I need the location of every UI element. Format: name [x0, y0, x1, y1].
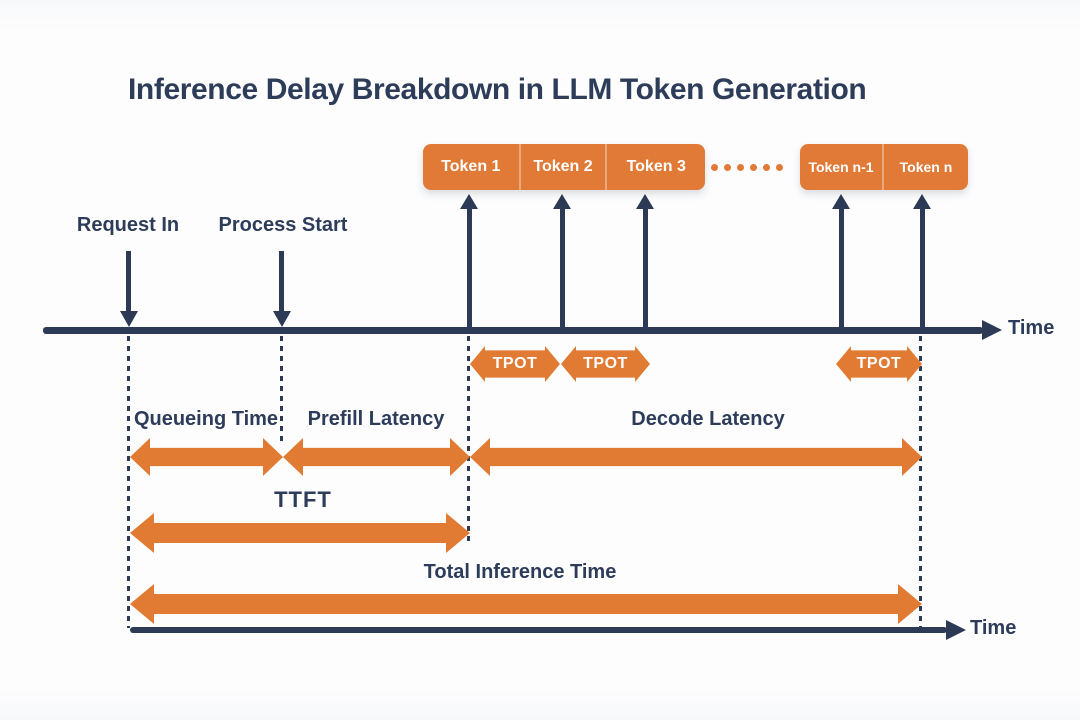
token-1-arrow [467, 208, 472, 330]
token-strip-last: Token n-1 Token n [800, 144, 968, 190]
guide-last-token [919, 336, 922, 628]
process-start-arrow [279, 251, 284, 311]
dot-icon [724, 164, 731, 171]
total-inference-time-label: Total Inference Time [423, 561, 617, 583]
arrowhead-up-icon [553, 194, 571, 209]
queueing-time-label: Queueing Time [133, 408, 279, 430]
ttft-arrow [130, 513, 470, 553]
token-n-arrow [920, 208, 925, 330]
token-box-1: Token 1 [441, 158, 501, 175]
bottom-axis [130, 627, 947, 633]
token-box-n: Token n [882, 144, 968, 190]
tpot-arrow-2: TPOT [561, 346, 650, 382]
token-n-1-arrow [839, 208, 844, 330]
dot-icon [711, 164, 718, 171]
arrowhead-up-icon [832, 194, 850, 209]
time-axis-label-top: Time [1008, 317, 1055, 339]
arrowhead-right-icon [982, 320, 1002, 340]
arrowhead-up-icon [913, 194, 931, 209]
dot-icon [750, 164, 757, 171]
token-strip-first: Token 1 Token 2 Token 3 [423, 144, 705, 190]
arrowhead-up-icon [460, 194, 478, 209]
request-in-label: Request In [76, 214, 180, 236]
ellipsis-dots-icon [711, 164, 783, 171]
guide-first-token [467, 336, 470, 546]
ttft-label: TTFT [274, 487, 332, 512]
arrowhead-right-icon [946, 620, 966, 640]
token-3-arrow [643, 208, 648, 330]
token-2-arrow [560, 208, 565, 330]
dot-icon [776, 164, 783, 171]
arrowhead-down-icon [120, 311, 138, 327]
tpot-arrow-1: TPOT [470, 346, 560, 382]
arrowhead-down-icon [273, 311, 291, 327]
token-box-3: Token 3 [605, 144, 705, 190]
dot-icon [763, 164, 770, 171]
process-start-label: Process Start [218, 214, 348, 236]
token-box-2: Token 2 [518, 144, 606, 190]
queueing-time-arrow [130, 438, 283, 476]
arrowhead-up-icon [636, 194, 654, 209]
dot-icon [737, 164, 744, 171]
guide-process-start [280, 336, 283, 443]
prefill-latency-arrow [283, 438, 470, 476]
decode-latency-label: Decode Latency [631, 408, 785, 430]
total-inference-time-arrow [130, 584, 922, 624]
time-axis-label-bottom: Time [970, 617, 1017, 639]
decode-latency-arrow [470, 438, 922, 476]
tpot-arrow-3: TPOT [836, 346, 922, 382]
prefill-latency-label: Prefill Latency [307, 408, 445, 430]
token-box-n-1: Token n-1 [808, 159, 874, 175]
guide-request-in [127, 336, 130, 628]
request-in-arrow [126, 251, 131, 311]
diagram-title: Inference Delay Breakdown in LLM Token G… [128, 73, 867, 106]
timeline-axis [43, 327, 983, 334]
